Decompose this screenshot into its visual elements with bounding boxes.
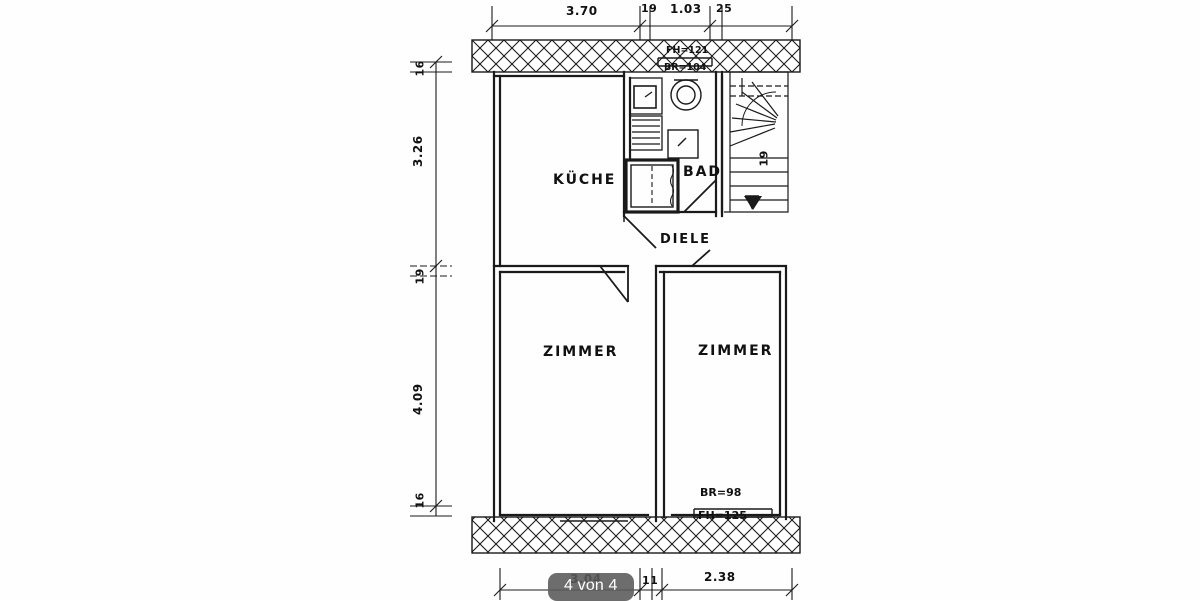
wall-lines-group — [492, 70, 788, 523]
kitchen-fittings — [629, 77, 663, 151]
dimension-top-4: 25 — [716, 2, 733, 15]
dimension-bottom-2: 11 — [642, 574, 659, 587]
stair-riser-label: 19 — [757, 150, 771, 167]
dimension-left-3: 19 — [413, 268, 427, 285]
dimension-left-4: 4.09 — [411, 383, 425, 415]
room-label-bad: BAD — [683, 164, 723, 180]
window-group — [560, 57, 773, 522]
wall-hatch-group — [471, 39, 801, 554]
window-label-kitchen-br: BR=104 — [664, 62, 707, 73]
staircase — [724, 71, 789, 213]
dimension-top-2: 19 — [641, 2, 658, 15]
window-label-kitchen-fh: FH=121 — [666, 45, 709, 56]
dimension-top-3: 1.03 — [670, 2, 702, 16]
room-label-diele: DIELE — [660, 232, 711, 247]
bath-fittings — [667, 79, 702, 159]
dimension-top-1: 3.70 — [566, 4, 598, 18]
page-indicator-badge[interactable]: 4 von 4 — [548, 573, 634, 601]
dimension-left-1: 16 — [413, 60, 427, 77]
room-label-zimmer-rechts: ZIMMER — [698, 343, 774, 359]
bathtub — [624, 158, 680, 214]
room-label-zimmer-links: ZIMMER — [543, 344, 619, 360]
dimension-lines — [410, 6, 799, 600]
dimension-bottom-3: 2.38 — [704, 570, 736, 584]
dimension-left-2: 3.26 — [411, 135, 425, 167]
dimension-left-5: 16 — [413, 492, 427, 509]
room-label-kueche: KÜCHE — [553, 172, 617, 188]
page-indicator-label: 4 von 4 — [564, 577, 618, 594]
door-group — [599, 179, 717, 303]
window-label-room-fh: FH=125 — [698, 509, 747, 522]
window-label-room-br: BR=98 — [700, 486, 742, 499]
